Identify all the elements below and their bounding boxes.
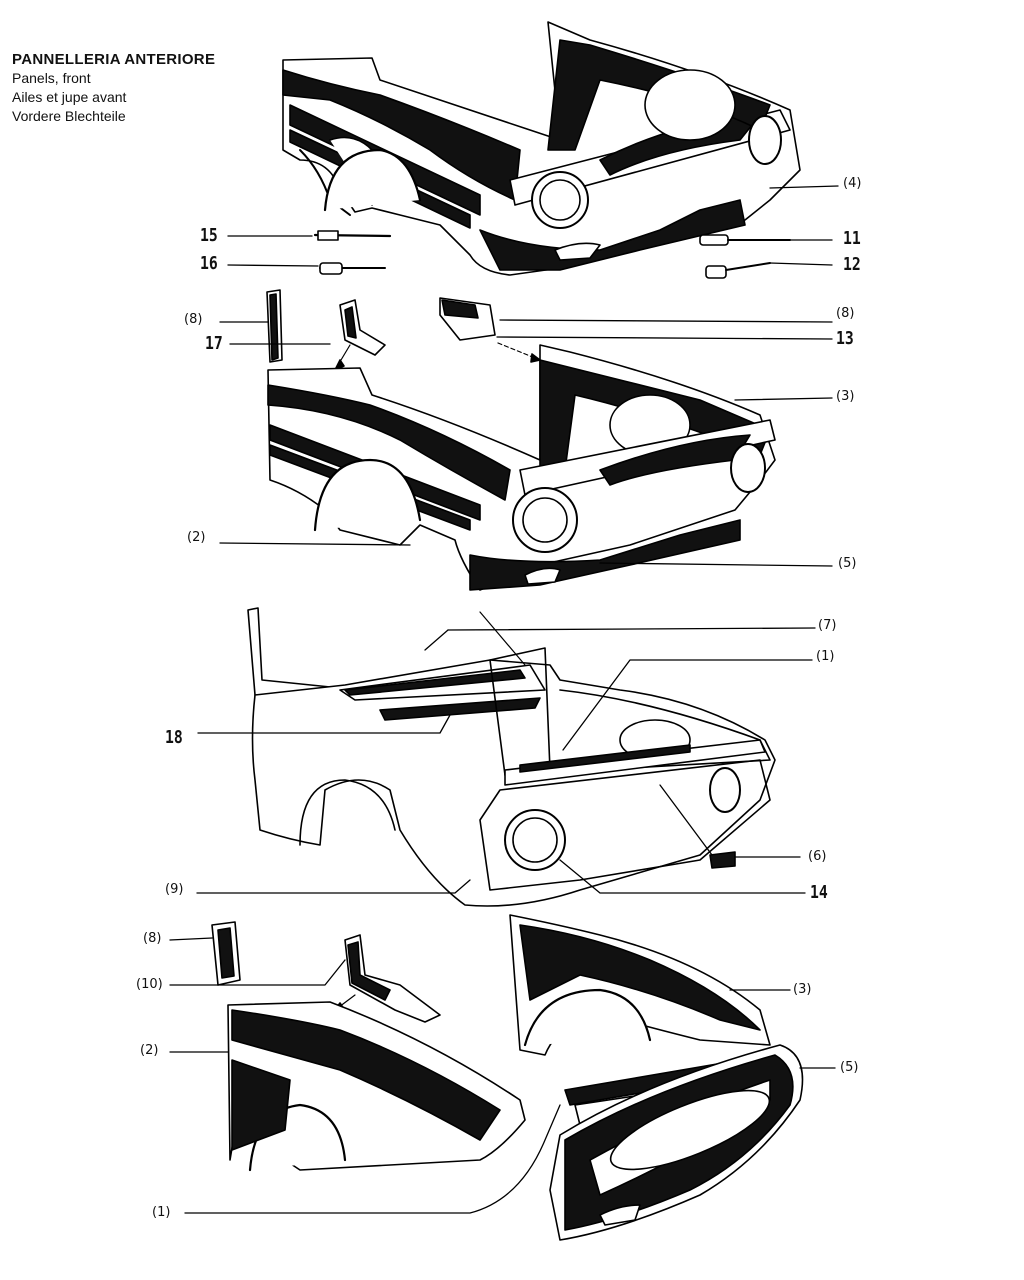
rivet-15	[313, 230, 392, 241]
callout-9: (9)	[165, 882, 184, 897]
callout-16: 16	[200, 253, 218, 274]
callout-8-view2: (8)	[184, 312, 203, 327]
callout-3-view2: (3)	[836, 389, 855, 404]
callout-1-view4: (1)	[152, 1205, 171, 1220]
callout-5-view2: (5)	[838, 556, 857, 571]
callout-8-view2-right: (8)	[836, 306, 855, 321]
callout-15: 15	[200, 225, 218, 246]
callout-10: (10)	[136, 977, 163, 992]
front-assembly-view-1	[282, 21, 801, 276]
title-french: Ailes et jupe avant	[12, 89, 127, 105]
callout-12: 12	[843, 254, 861, 275]
title-block: PANNELLERIA ANTERIORE Panels, front Aile…	[12, 50, 215, 126]
callout-11: 11	[843, 228, 861, 249]
callout-6: (6)	[808, 849, 827, 864]
callout-13: 13	[836, 328, 854, 349]
rivet-12	[705, 262, 771, 279]
front-assembly-view-2	[266, 289, 776, 591]
callout-2-view4: (2)	[140, 1043, 159, 1058]
callout-14: 14	[810, 882, 828, 903]
callout-2-view2: (2)	[187, 530, 206, 545]
callout-17: 17	[205, 333, 223, 354]
callout-1-view3: (1)	[816, 649, 835, 664]
callout-3-view4: (3)	[793, 982, 812, 997]
callout-5-view4: (5)	[840, 1060, 859, 1075]
callout-4: (4)	[843, 176, 862, 191]
title-english: Panels, front	[12, 70, 91, 86]
title-german: Vordere Blechteile	[12, 108, 126, 124]
front-assembly-view-4	[211, 914, 804, 1241]
rivet-16	[319, 262, 386, 275]
title-italian: PANNELLERIA ANTERIORE	[12, 51, 216, 68]
rivet-11	[699, 234, 791, 246]
callout-8-view4: (8)	[143, 931, 162, 946]
callout-7: (7)	[818, 618, 837, 633]
callout-18: 18	[165, 727, 183, 748]
leader-lines	[169, 185, 839, 1214]
front-assembly-view-3	[247, 607, 776, 907]
